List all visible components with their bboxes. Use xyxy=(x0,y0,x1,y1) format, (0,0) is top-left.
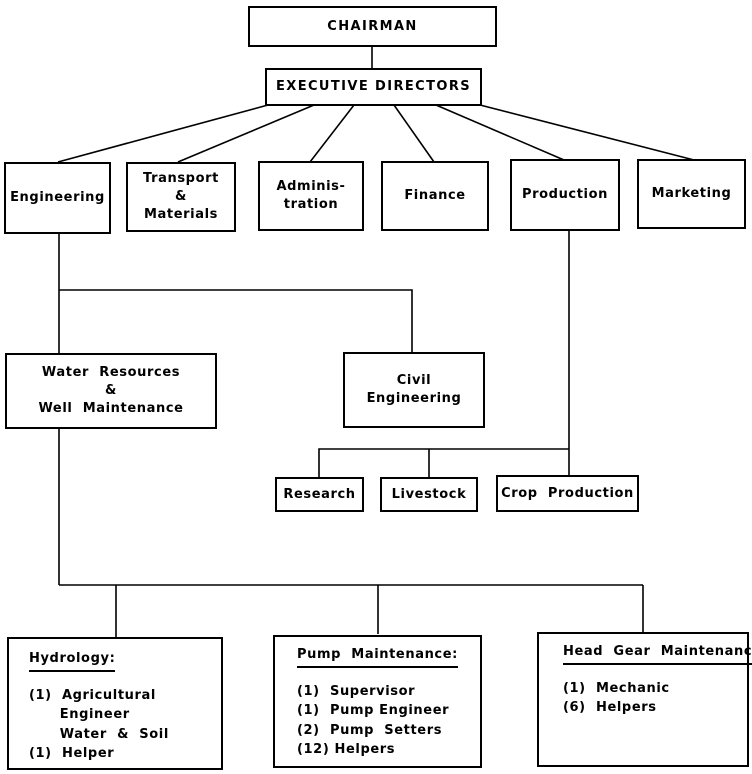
unit-label: Well Maintenance xyxy=(38,401,184,416)
dept-transport-materials: Transport & Materials xyxy=(126,162,236,232)
section-head-gear-maintenance: Head Gear Maintenance: (1) Mechanic (6) … xyxy=(537,632,752,767)
unit-livestock: Livestock xyxy=(380,477,478,512)
section-item: (1) Agricultural xyxy=(29,687,156,703)
executive-directors-box: EXECUTIVE DIRECTORS xyxy=(265,68,482,106)
section-item: (6) Helpers xyxy=(563,700,657,715)
section-hydrology: Hydrology: (1) Agricultural Engineer Wat… xyxy=(7,637,223,770)
section-item: (12) Helpers xyxy=(297,742,396,757)
dept-label: Materials xyxy=(144,207,218,222)
unit-crop-production: Crop Production xyxy=(496,475,639,512)
unit-civil-engineering: Civil Engineering xyxy=(343,352,485,428)
dept-label: Transport xyxy=(143,171,219,186)
section-item: (1) Mechanic xyxy=(563,680,670,696)
section-item: Engineer xyxy=(29,707,130,722)
connector-exec-transport xyxy=(177,104,315,163)
dept-production: Production xyxy=(510,159,620,231)
section-item: (2) Pump Setters xyxy=(297,722,443,738)
unit-research: Research xyxy=(275,477,364,512)
dept-label: Engineering xyxy=(10,190,105,205)
unit-label: Research xyxy=(283,486,356,502)
section-pump-maintenance: Pump Maintenance: (1) Supervisor (1) Pum… xyxy=(273,635,482,768)
chairman-box: CHAIRMAN xyxy=(248,6,497,47)
dept-label: Production xyxy=(522,187,608,202)
connector-exec-production xyxy=(435,104,565,161)
unit-label: Civil xyxy=(396,373,432,388)
connector-exec-administration xyxy=(309,104,355,163)
dept-label: Marketing xyxy=(651,186,732,201)
dept-engineering: Engineering xyxy=(4,162,111,234)
unit-label: Engineering xyxy=(366,391,462,406)
unit-label: Water Resources xyxy=(41,365,181,380)
dept-finance: Finance xyxy=(381,161,489,231)
dept-label: & xyxy=(175,189,187,204)
chairman-label: CHAIRMAN xyxy=(327,18,418,34)
dept-label: Finance xyxy=(404,188,466,203)
unit-label: Crop Production xyxy=(501,485,634,501)
unit-label: Livestock xyxy=(391,486,467,502)
connector-exec-marketing xyxy=(479,104,695,161)
dept-label: tration xyxy=(283,197,339,212)
dept-administration: Adminis- tration xyxy=(258,161,364,231)
executive-directors-label: EXECUTIVE DIRECTORS xyxy=(275,79,471,94)
section-title: Hydrology: xyxy=(29,649,116,672)
connector-engineering-civil xyxy=(59,289,413,352)
section-item: (1) Pump Engineer xyxy=(297,703,450,718)
section-title: Pump Maintenance: xyxy=(297,645,458,668)
connector-production-research xyxy=(318,448,569,478)
section-title: Head Gear Maintenance: xyxy=(563,642,752,665)
section-item: (1) Supervisor xyxy=(297,683,416,699)
section-item: Water & Soil xyxy=(29,726,169,742)
unit-water-resources: Water Resources & Well Maintenance xyxy=(5,353,217,429)
connector-exec-finance xyxy=(393,104,435,163)
section-item: (1) Helper xyxy=(29,746,115,761)
dept-label: Adminis- xyxy=(276,179,346,194)
dept-marketing: Marketing xyxy=(637,159,746,229)
unit-label: & xyxy=(105,383,117,398)
connector-exec-engineering xyxy=(57,104,269,163)
